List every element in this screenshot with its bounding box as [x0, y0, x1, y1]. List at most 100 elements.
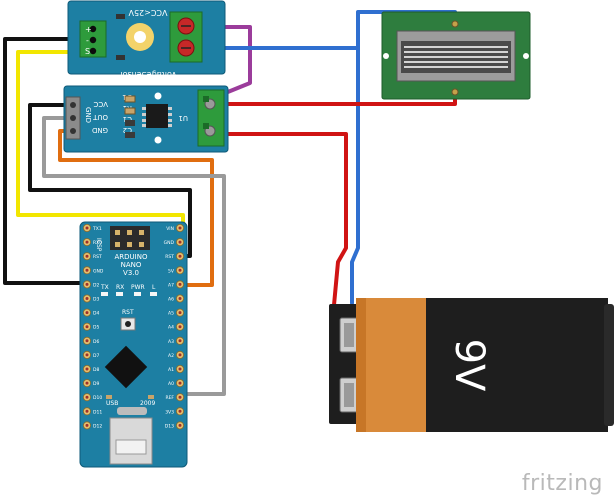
arduino-pin-hole: [178, 254, 182, 258]
csensor-terminal-slot-2: [203, 123, 209, 129]
csensor-cap-c2: [124, 95, 136, 103]
csensor-label-out: OUT: [92, 113, 108, 121]
csensor-diode-d1: [125, 132, 135, 138]
vsensor-mounting-hole: [134, 31, 146, 43]
arduino-led-l: [150, 292, 157, 296]
arduino-pin-hole: [178, 367, 182, 371]
voltage-sensor: + - S VCC<25V VoltageSensor: [67, 0, 226, 79]
arduino-pin-hole: [85, 339, 89, 343]
csensor-hole-2: [154, 136, 162, 144]
vsensor-pin-plus: [89, 25, 97, 33]
vsensor-resistor-1: [116, 14, 125, 19]
arduino-pin-hole: [85, 409, 89, 413]
arduino-pin-hole: [178, 381, 182, 385]
arduino-pin-hole: [85, 240, 89, 244]
arduino-year-label: 2009: [140, 400, 155, 407]
arduino-pin-hole: [178, 423, 182, 427]
arduino-pin-label: A7: [168, 282, 174, 288]
csensor-label-c1: C1: [123, 115, 132, 123]
csensor-label-c2: C2: [123, 126, 132, 134]
arduino-pin-label: A6: [168, 297, 174, 303]
vsensor-range-label: VCC<25V: [128, 8, 168, 17]
csensor-hole-1: [154, 92, 162, 100]
arduino-pin-hole: [85, 353, 89, 357]
arduino-pin-hole: [178, 226, 182, 230]
arduino-pin-hole: [85, 282, 89, 286]
wire-orange-csensor-vcc: [58, 129, 214, 287]
arduino-right-pins: [175, 223, 184, 430]
arduino-pin-label: D11: [93, 409, 102, 415]
csensor-resistor-r1: [125, 120, 135, 126]
load-hole-right: [523, 53, 529, 59]
arduino-led-label-l: L: [152, 284, 156, 291]
load-pad-bottom: [451, 88, 459, 96]
battery-terminal-positive-inner: [344, 323, 354, 347]
battery-edge-shade: [356, 298, 366, 432]
current-sensor: GND GND OUT VCC C2 C1 R1 D1 U1: [63, 85, 229, 153]
csensor-label-gnd: GND: [92, 126, 108, 134]
arduino-pin-hole: [178, 409, 182, 413]
fritzing-watermark: fritzing: [521, 471, 603, 496]
arduino-pin-label: D7: [93, 353, 99, 359]
csensor-label-u1: U1: [178, 114, 188, 122]
arduino-pin-label: D8: [93, 367, 99, 373]
battery-label: 9V: [446, 339, 492, 392]
csensor-label-vcc: VCC: [93, 100, 108, 108]
arduino-pin-label: GND: [164, 240, 175, 246]
arduino-pin-hole: [178, 268, 182, 272]
csensor-ic-u1: [146, 104, 168, 128]
load-hole-left: [383, 53, 389, 59]
battery-terminal-negative-inner: [344, 383, 354, 407]
arduino-pin-label: VIN: [166, 226, 174, 232]
arduino-pin-label: A3: [168, 339, 174, 345]
arduino-icsp-label: ICSP: [95, 238, 102, 252]
arduino-led-label-tx: TX: [100, 284, 109, 291]
arduino-pin-hole: [85, 268, 89, 272]
arduino-pin-hole: [178, 325, 182, 329]
arduino-led-tx: [101, 292, 108, 296]
load-pad-top: [451, 20, 459, 28]
arduino-pin-label: D3: [93, 297, 99, 303]
arduino-pin-hole: [178, 311, 182, 315]
arduino-led-label-pwr: PWR: [131, 284, 145, 291]
arduino-pin-hole: [85, 297, 89, 300]
arduino-pin-hole: [85, 395, 89, 399]
arduino-pin-label: D9: [93, 381, 99, 387]
arduino-usb-label: USB: [106, 400, 118, 407]
arduino-leds: TX RX PWR L: [100, 284, 157, 296]
arduino-pin-label: A1: [168, 367, 174, 373]
arduino-cap-2: [148, 395, 154, 399]
arduino-pin-hole: [85, 367, 89, 371]
arduino-pin-hole: [178, 282, 182, 286]
battery-bottom-cap: [604, 304, 614, 426]
arduino-pin-label: D6: [93, 339, 99, 345]
arduino-pin-label: D13: [165, 423, 174, 429]
arduino-version: V3.0: [123, 269, 139, 277]
csensor-pin-out: [70, 115, 76, 121]
wire-gray-csensor-out: [42, 116, 226, 396]
arduino-pin-label: A5: [168, 311, 174, 317]
arduino-pin-hole: [178, 240, 182, 244]
arduino-pin-hole: [85, 311, 89, 315]
wire-red-csensor-battery: [211, 132, 348, 307]
arduino-pin-label: D12: [93, 423, 102, 429]
vsensor-resistor-2: [116, 55, 125, 60]
arduino-reset-cap: [125, 321, 131, 327]
csensor-pin-gnd: [70, 102, 76, 108]
arduino-left-pins: [83, 223, 92, 430]
arduino-pin-label: D10: [93, 395, 102, 401]
load-module: [381, 11, 531, 100]
arduino-pin-label: REF: [165, 395, 174, 401]
arduino-pin-label: A2: [168, 353, 174, 359]
arduino-pin-label: RX0: [93, 240, 102, 246]
battery-9v: 9V: [329, 298, 614, 432]
vsensor-label-s: S: [85, 47, 90, 56]
arduino-microcontroller: [104, 345, 148, 389]
arduino-pin-hole: [178, 395, 182, 399]
arduino-pin-hole: [85, 381, 89, 385]
arduino-pin-hole: [178, 353, 182, 357]
arduino-pin-label: 3V3: [165, 409, 174, 415]
wire-black-vsensor-gnd: [3, 37, 94, 285]
